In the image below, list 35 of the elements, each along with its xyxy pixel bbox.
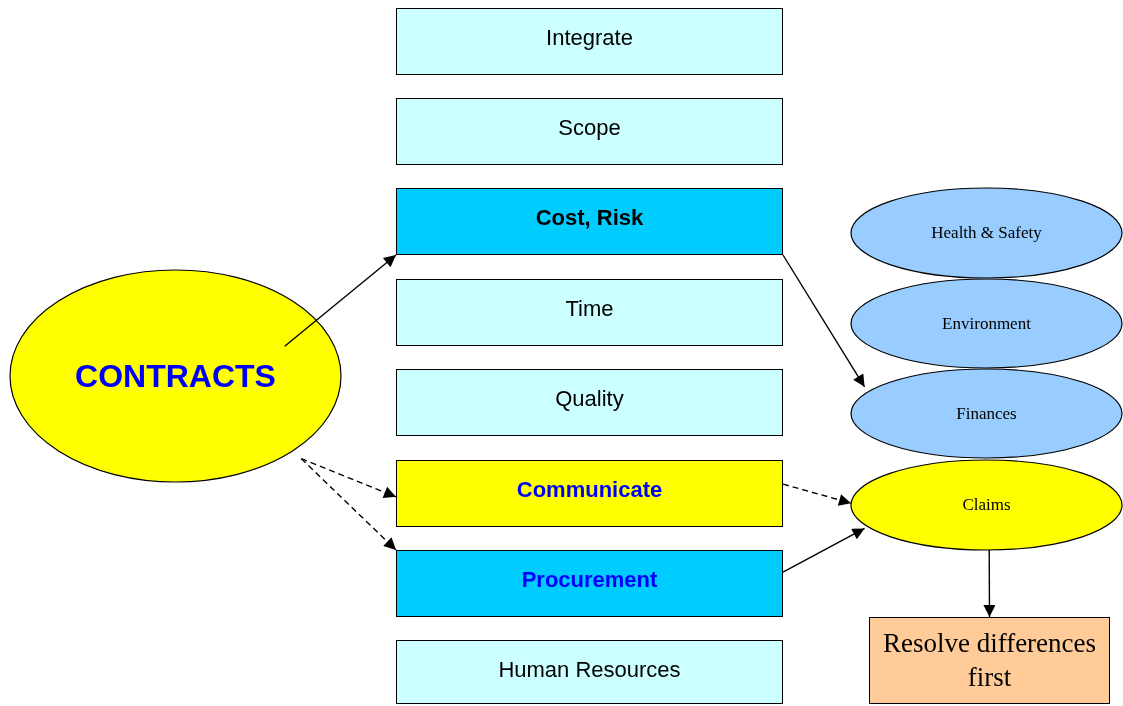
- node-label: Scope: [558, 114, 621, 142]
- process-box: [396, 98, 783, 165]
- process-box: [869, 617, 1110, 704]
- arrow: [782, 254, 866, 388]
- oval-node: [850, 459, 1123, 551]
- oval-node: [850, 368, 1123, 459]
- oval-node: [850, 278, 1123, 369]
- node-label: Communicate: [516, 476, 663, 504]
- process-box: [396, 550, 783, 617]
- node-label: CONTRACTS: [75, 357, 276, 396]
- arrow: [300, 458, 397, 498]
- process-box: [396, 369, 783, 436]
- node-label: Human Resources: [498, 656, 681, 684]
- node-label: Cost, Risk: [535, 204, 644, 232]
- node-label: Procurement: [521, 566, 658, 594]
- oval-node: [850, 187, 1123, 279]
- arrow: [983, 549, 996, 618]
- node-label: Health & Safety: [931, 222, 1042, 245]
- node-label: Time: [565, 295, 614, 323]
- process-box: [396, 460, 783, 527]
- node-label: Environment: [942, 312, 1031, 335]
- arrow: [284, 254, 397, 347]
- process-box: [396, 640, 783, 704]
- process-box: [396, 279, 783, 346]
- arrow: [300, 458, 397, 551]
- node-label: Integrate: [546, 24, 633, 52]
- arrow: [782, 483, 852, 506]
- process-box: [396, 8, 783, 75]
- arrow: [782, 527, 866, 573]
- node-label: Finances: [956, 402, 1017, 425]
- node-label: Resolve differences first: [881, 626, 1098, 694]
- process-box: [396, 188, 783, 255]
- node-label: Claims: [962, 494, 1011, 517]
- oval-node: [9, 269, 342, 483]
- node-label: Quality: [555, 385, 624, 413]
